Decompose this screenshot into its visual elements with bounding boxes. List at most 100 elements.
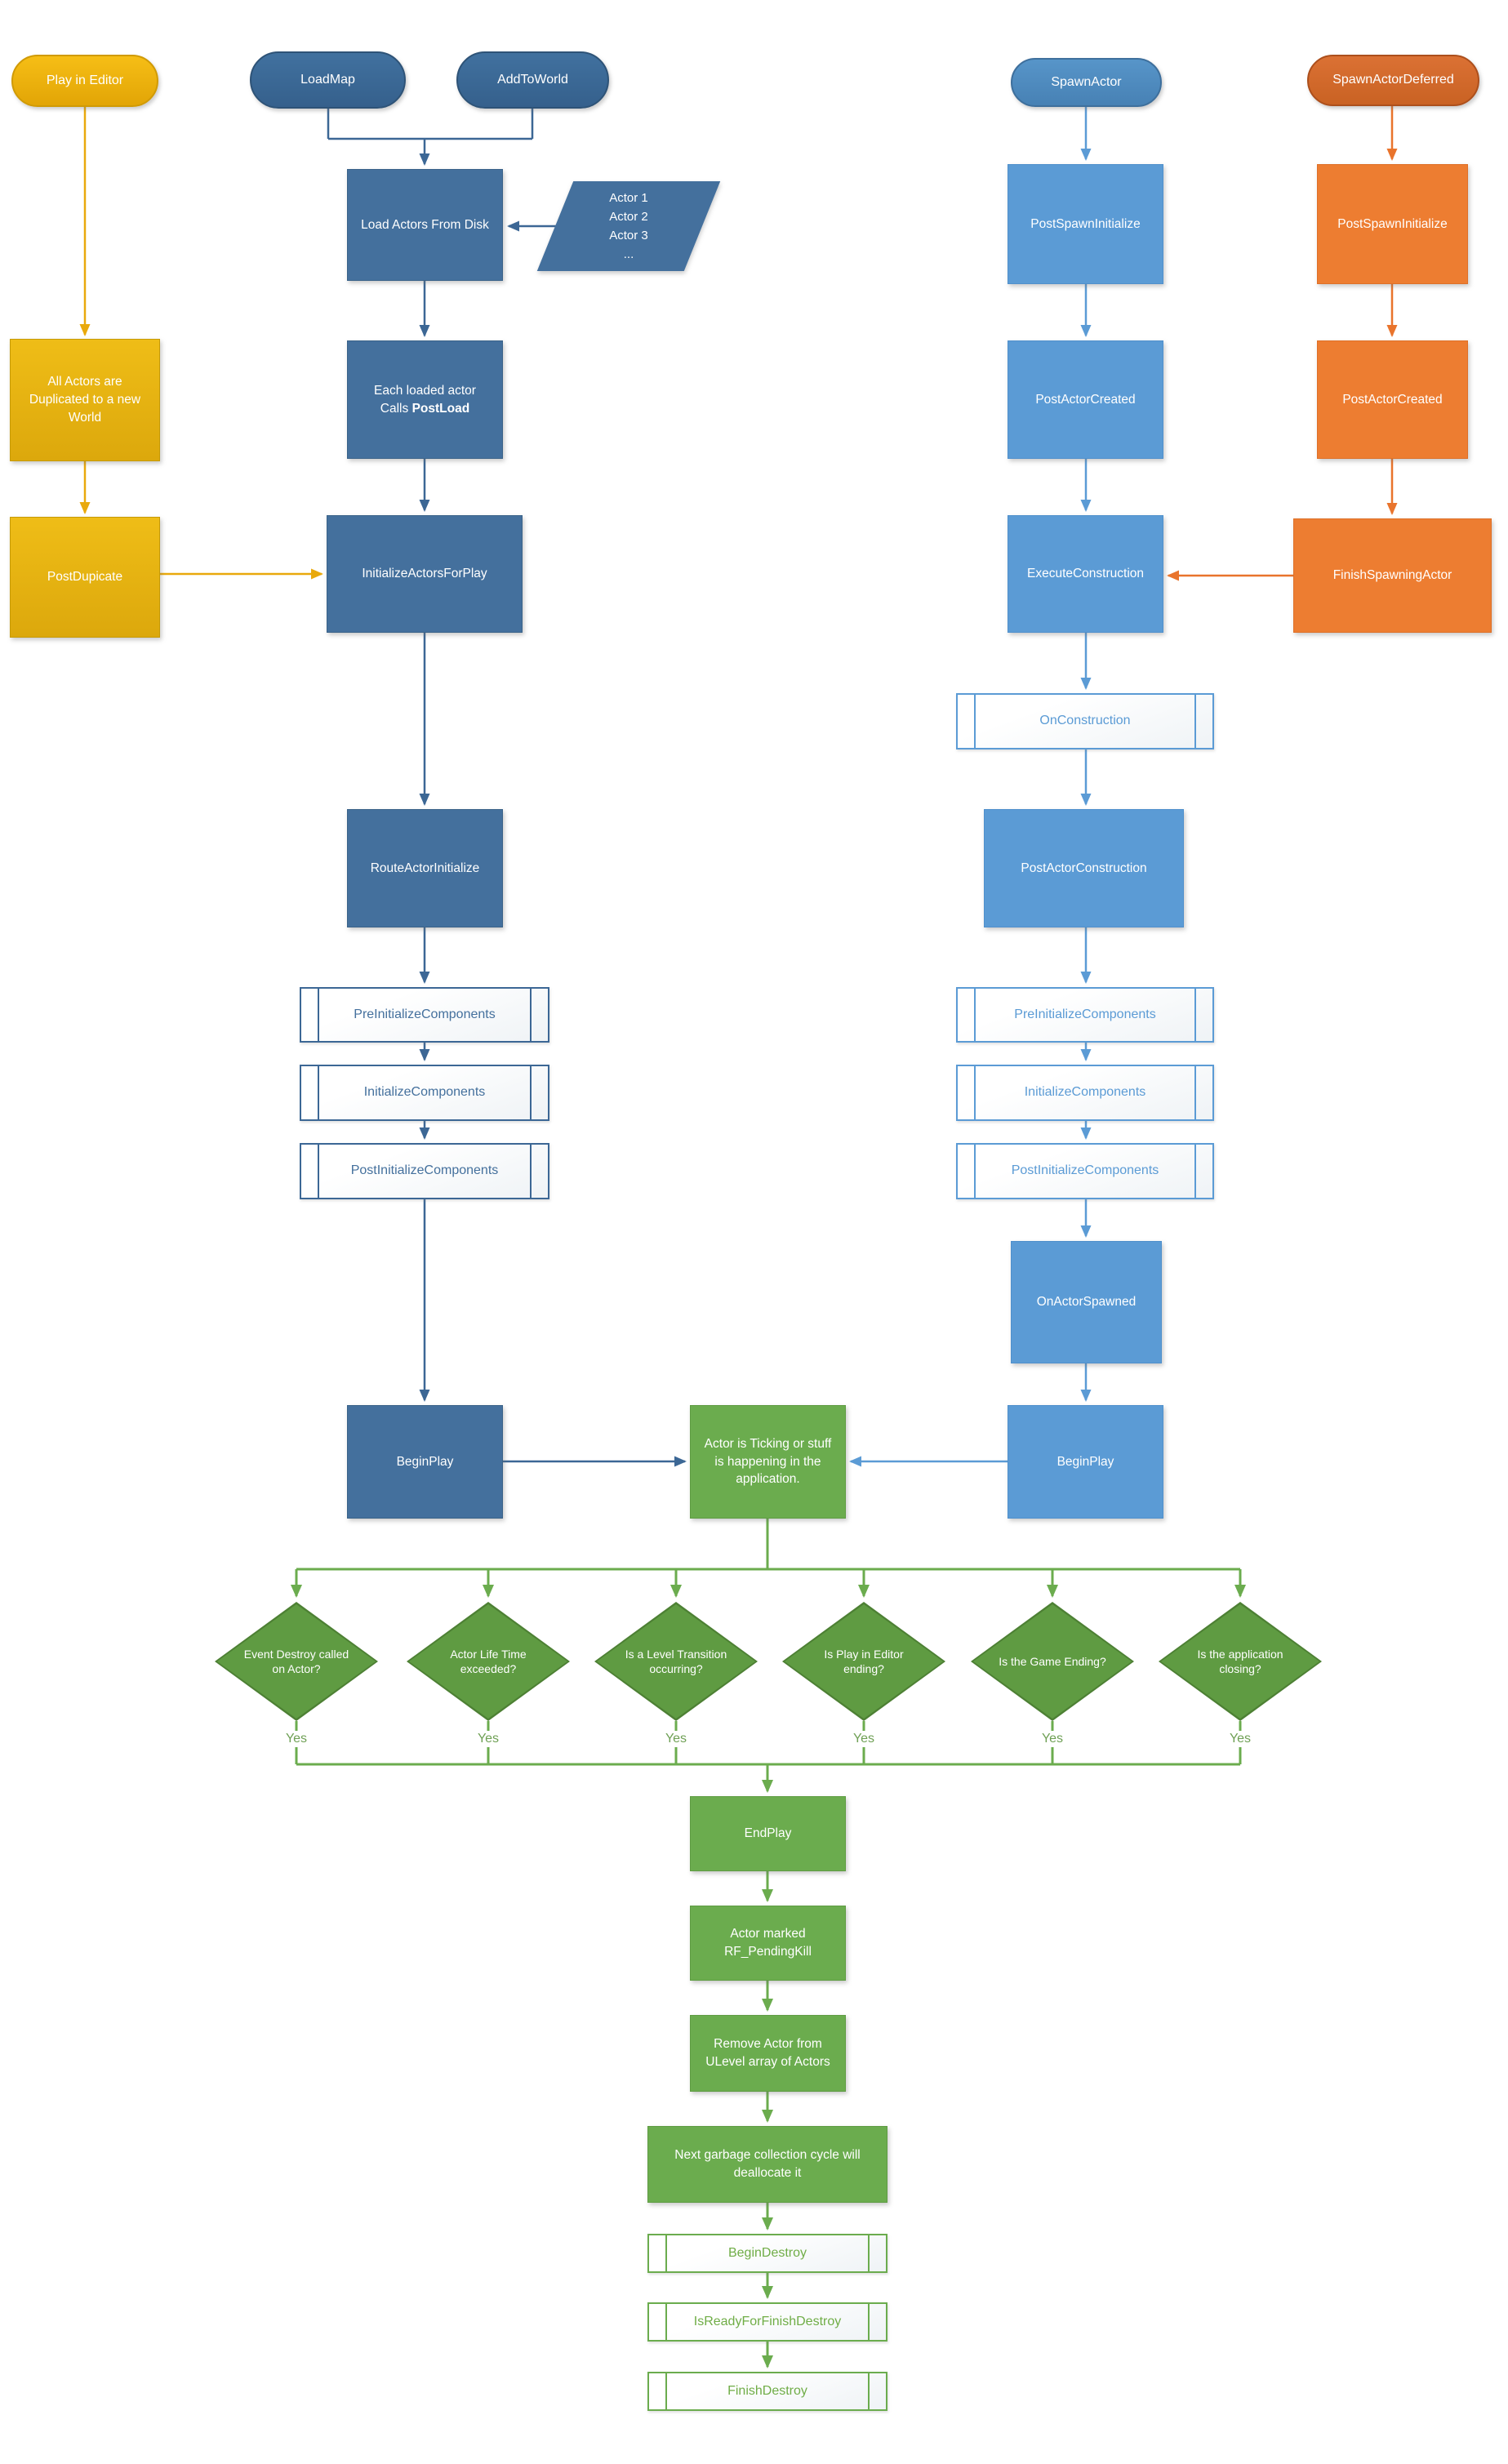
actor-list-line: Actor 2 [609,209,648,224]
node-label: Next garbage collection cycle will deall… [674,2148,861,2180]
load-flow-connectors [327,109,687,1467]
node-label-line1: Each loaded actor [374,383,476,398]
decision-label: Event Destroy called on Actor? [243,1647,349,1675]
spawn-flow-connectors [849,107,1092,1467]
post-initialize-components-subroutine-right: PostInitializeComponents [956,1143,1214,1199]
on-construction-subroutine: OnConstruction [956,693,1214,749]
destroy-flow-connectors [291,1519,1246,2368]
yes-label: Yes [657,1731,695,1747]
load-actors-from-disk-step: Load Actors From Disk [347,169,503,281]
actor-list-lines: Actor 1 Actor 2 Actor 3 ... [555,181,702,271]
node-label: PostActorCreated [1342,392,1443,407]
decision-label: Is the application closing? [1197,1647,1283,1675]
next-gc-cycle-step: Next garbage collection cycle will deall… [647,2126,887,2203]
decision-label: Is the Game Ending? [999,1654,1106,1668]
begin-play-step-left: BeginPlay [347,1405,503,1519]
decision-game-ending: Is the Game Ending? [971,1602,1134,1721]
node-label: Load Actors From Disk [361,217,489,232]
decision-label: Is Play in Editor ending? [824,1647,904,1675]
actor-list-data-shape: Actor 1 Actor 2 Actor 3 ... [536,181,721,271]
each-loaded-actor-postload-step: Each loaded actor Calls PostLoad [347,340,503,459]
pre-initialize-components-subroutine-left: PreInitializeComponents [300,987,549,1043]
begin-play-step-right: BeginPlay [1008,1405,1163,1519]
yes-label: Yes [1034,1731,1071,1747]
decision-event-destroy: Event Destroy called on Actor? [215,1602,378,1721]
node-label: InitializeActorsForPlay [362,567,487,581]
node-label: FinishSpawningActor [1332,568,1452,583]
execute-construction-step: ExecuteConstruction [1008,515,1163,633]
actor-list-line: Actor 1 [609,190,648,205]
node-label: All Actors are Duplicated to a new World [29,375,141,425]
remove-actor-from-ulevel-step: Remove Actor from ULevel array of Actors [690,2015,846,2092]
decision-pie-ending: Is Play in Editor ending? [782,1602,945,1721]
play-in-editor-terminal: Play in Editor [11,55,158,107]
post-spawn-initialize-step-orange: PostSpawnInitialize [1317,164,1468,284]
node-label: PostInitializeComponents [350,1163,499,1178]
node-label: AddToWorld [497,72,568,87]
initialize-components-subroutine-left: InitializeComponents [300,1065,549,1121]
finish-spawning-actor-step: FinishSpawningActor [1293,518,1492,633]
actor-marked-pending-kill-step: Actor marked RF_PendingKill [690,1906,846,1981]
route-actor-initialize-step: RouteActorInitialize [347,809,503,927]
loadmap-terminal: LoadMap [250,51,406,109]
node-label: LoadMap [300,72,355,87]
begin-destroy-subroutine: BeginDestroy [647,2234,887,2273]
spawnactor-terminal: SpawnActor [1011,58,1162,107]
node-label: PreInitializeComponents [1014,1007,1156,1021]
finish-destroy-subroutine: FinishDestroy [647,2372,887,2411]
node-label: PreInitializeComponents [354,1007,496,1021]
node-label: IsReadyForFinishDestroy [693,2314,842,2328]
post-spawn-initialize-step-blue: PostSpawnInitialize [1008,164,1163,284]
actor-list-line: ... [623,247,634,262]
on-actor-spawned-step: OnActorSpawned [1011,1241,1162,1363]
end-play-step: EndPlay [690,1796,846,1871]
deferred-flow-connectors [1167,106,1398,581]
node-label: ExecuteConstruction [1026,567,1145,581]
node-label: PostActorConstruction [1021,861,1147,875]
node-label: OnActorSpawned [1036,1295,1137,1310]
actor-is-ticking-step: Actor is Ticking or stuff is happening i… [690,1405,846,1519]
yes-label: Yes [845,1731,883,1747]
postdupicate-step: PostDupicate [10,517,160,638]
is-ready-for-finish-destroy-subroutine: IsReadyForFinishDestroy [647,2302,887,2342]
actor-list-line: Actor 3 [609,229,648,242]
node-label: BeginDestroy [727,2245,807,2260]
node-label: Actor marked RF_PendingKill [724,1927,812,1959]
yes-label: Yes [278,1731,315,1747]
editor-flow-connectors [79,107,323,580]
node-label: EndPlay [744,1826,792,1841]
pre-initialize-components-subroutine-right: PreInitializeComponents [956,987,1214,1043]
node-label: PostInitializeComponents [1011,1163,1159,1178]
node-label: InitializeComponents [1024,1085,1146,1100]
node-label: PostDupicate [47,570,123,585]
post-initialize-components-subroutine-left: PostInitializeComponents [300,1143,549,1199]
node-label-postload: PostLoad [411,401,470,416]
node-label: RouteActorInitialize [370,861,480,875]
decision-label: Actor Life Time exceeded? [450,1647,527,1675]
node-label: OnConstruction [1039,714,1131,728]
decision-lifetime-exceeded: Actor Life Time exceeded? [407,1602,570,1721]
post-actor-construction-step: PostActorConstruction [984,809,1184,927]
node-label: FinishDestroy [727,2383,807,2398]
addtoworld-terminal: AddToWorld [456,51,609,109]
node-label: Remove Actor from ULevel array of Actors [705,2037,830,2069]
node-label-line2: Calls PostLoad [380,400,469,418]
node-label: SpawnActor [1051,74,1122,89]
yes-label: Yes [469,1731,507,1747]
node-label: InitializeComponents [363,1085,486,1100]
node-label: BeginPlay [1056,1454,1114,1469]
post-actor-created-step-blue: PostActorCreated [1008,340,1163,459]
node-label-calls: Calls [380,401,412,416]
node-label: PostSpawnInitialize [1337,216,1448,231]
node-label: BeginPlay [396,1454,454,1469]
initialize-components-subroutine-right: InitializeComponents [956,1065,1214,1121]
node-label: Actor is Ticking or stuff is happening i… [704,1436,832,1487]
node-label: PostSpawnInitialize [1030,216,1141,231]
decision-application-closing: Is the application closing? [1159,1602,1322,1721]
decision-level-transition: Is a Level Transition occurring? [594,1602,758,1721]
spawnactor-deferred-terminal: SpawnActorDeferred [1307,55,1479,106]
all-actors-duplicated-step: All Actors are Duplicated to a new World [10,339,160,461]
node-label: Play in Editor [46,73,124,87]
